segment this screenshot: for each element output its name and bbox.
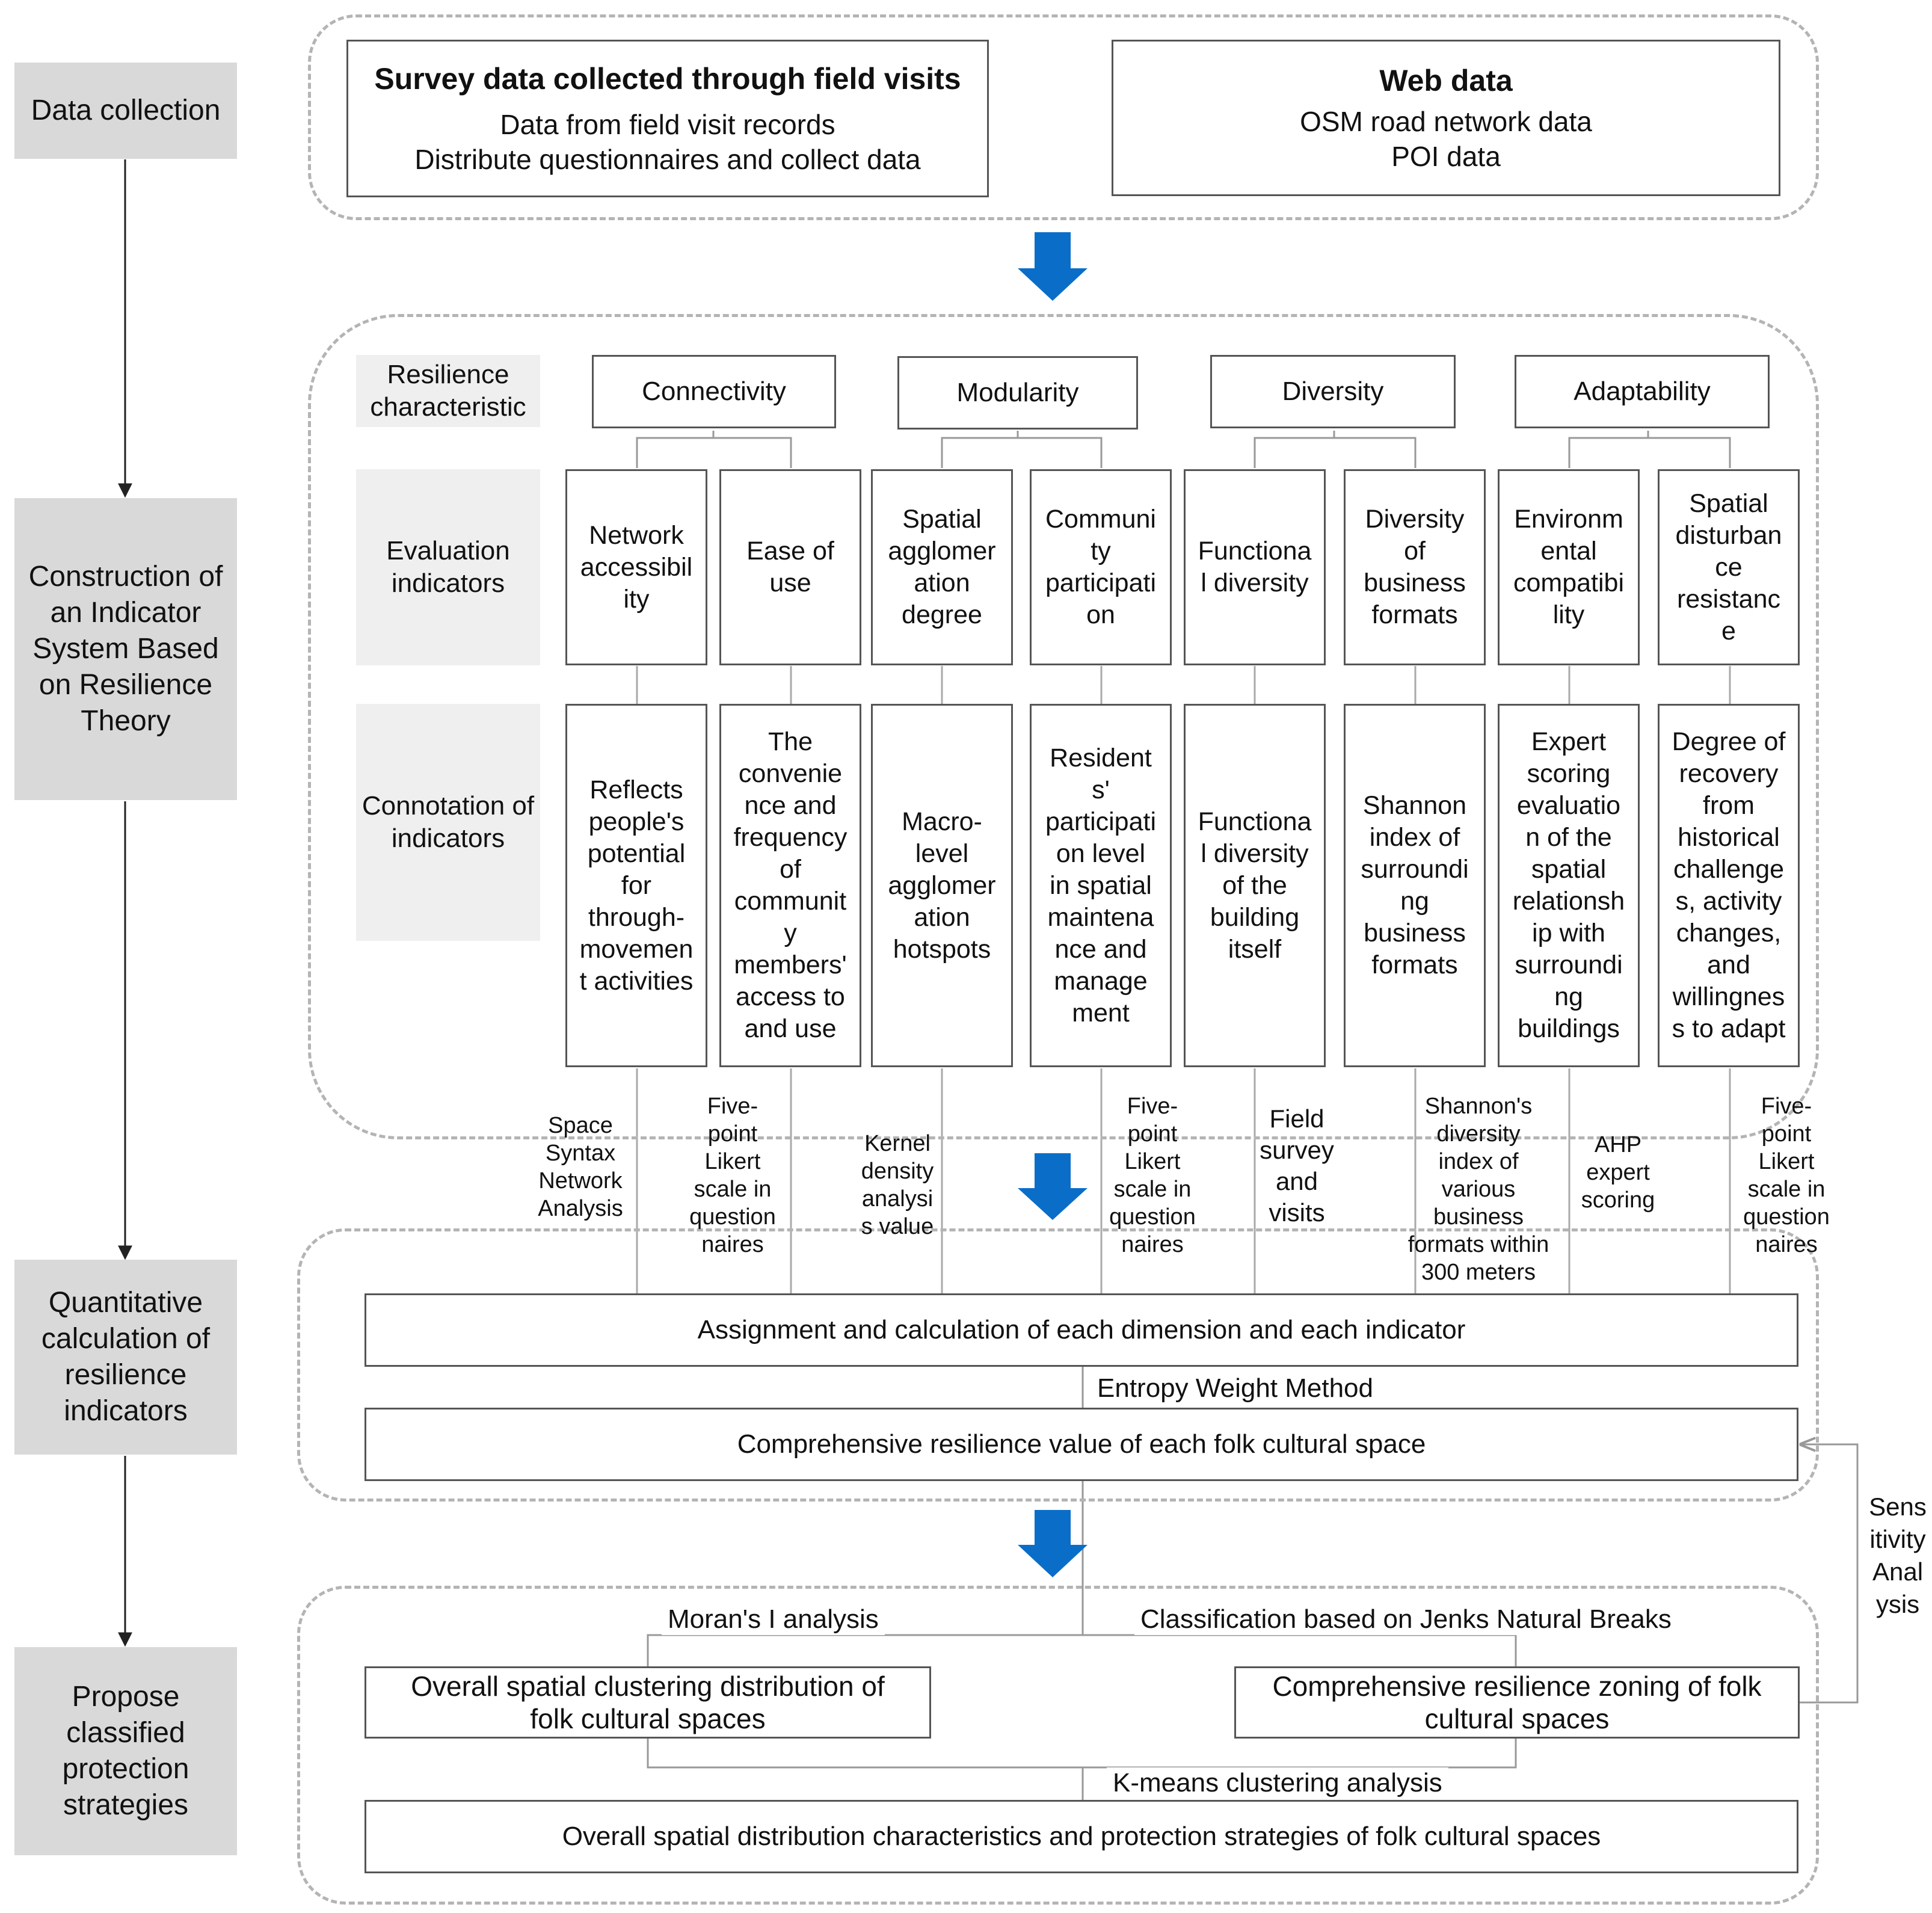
row-label-characteristic: Resilience characteristic xyxy=(356,355,540,427)
method-likert-adapt: Five- point Likert scale in question nai… xyxy=(1743,1094,1830,1257)
connotation-business-diversity: Shannon index of surroundi ng business f… xyxy=(1344,704,1486,1067)
characteristic-adaptability: Adaptability xyxy=(1515,355,1770,428)
indicator-network-accessibility: Network accessibil ity xyxy=(565,469,707,665)
survey-data-title: Survey data collected through field visi… xyxy=(374,62,961,96)
comprehensive-value-box: Comprehensive resilience value of each f… xyxy=(365,1408,1798,1481)
row-label-connotation: Connotation of indicators xyxy=(356,704,540,941)
characteristic-connectivity: Connectivity xyxy=(592,355,836,428)
clustering-box: Overall spatial clustering distribution … xyxy=(365,1666,931,1739)
indicator-system-region xyxy=(308,314,1819,1139)
connotation-community-participation: Resident s' participati on level in spat… xyxy=(1030,704,1172,1067)
indicator-disturbance-resistance: Spatial disturban ce resistanc e xyxy=(1658,469,1800,665)
moran-label: Moran's I analysis xyxy=(662,1604,885,1635)
method-shannon: Shannon's diversity index of various bus… xyxy=(1407,1094,1549,1285)
strategy-lines xyxy=(647,1367,1517,1800)
method-field-survey: Field survey and visits xyxy=(1260,1104,1334,1227)
flow-arrow-2 xyxy=(1018,1153,1088,1220)
entropy-weight-label: Entropy Weight Method xyxy=(1091,1373,1379,1404)
web-data-title: Web data xyxy=(1379,64,1513,97)
calculation-region xyxy=(297,1228,1819,1502)
sensitivity-label: Sens itivity Anal ysis xyxy=(1869,1493,1927,1618)
indicator-functional-diversity: Functiona l diversity xyxy=(1184,469,1326,665)
indicator-ease-of-use: Ease of use xyxy=(719,469,861,665)
connotation-spatial-agglomeration: Macro- level agglomer ation hotspots xyxy=(871,704,1013,1067)
data-collection-region xyxy=(308,14,1819,220)
stage-construction: Construction of an Indicator System Base… xyxy=(14,498,237,800)
kmeans-label: K-means clustering analysis xyxy=(1107,1767,1448,1799)
web-data-line-2: POI data xyxy=(1391,141,1501,172)
characteristic-modularity: Modularity xyxy=(897,356,1138,430)
survey-data-line-2: Distribute questionnaires and collect da… xyxy=(414,144,921,175)
indicator-spatial-agglomeration: Spatial agglomer ation degree xyxy=(871,469,1013,665)
web-data-line-1: OSM road network data xyxy=(1300,106,1592,137)
survey-data-line-1: Data from field visit records xyxy=(500,109,835,140)
flow-arrow-3 xyxy=(1018,1510,1088,1577)
strategy-region xyxy=(297,1586,1819,1905)
assignment-box: Assignment and calculation of each dimen… xyxy=(365,1293,1798,1367)
indicator-business-diversity: Diversity of business formats xyxy=(1344,469,1486,665)
flow-arrow-1 xyxy=(1018,232,1088,301)
characteristic-diversity: Diversity xyxy=(1210,355,1456,428)
web-data-box: Web data OSM road network data POI data xyxy=(1112,40,1780,196)
stage-quantitative: Quantitative calculation of resilience i… xyxy=(14,1260,237,1455)
connotation-functional-diversity: Functiona l diversity of the building it… xyxy=(1184,704,1326,1067)
connotation-network-accessibility: Reflects people's potential for through-… xyxy=(565,704,707,1067)
jenks-label: Classification based on Jenks Natural Br… xyxy=(1134,1604,1678,1635)
method-likert-ease: Five- point Likert scale in question nai… xyxy=(689,1094,776,1257)
characteristic-brackets xyxy=(636,431,1731,468)
connotation-environmental-compatibility: Expert scoring evaluatio n of the spatia… xyxy=(1498,704,1640,1067)
method-kernel-density: Kernel density analysi s value xyxy=(861,1131,934,1239)
connotation-disturbance-resistance: Degree of recovery from historical chall… xyxy=(1658,704,1800,1067)
zoning-box: Comprehensive resilience zoning of folk … xyxy=(1234,1666,1800,1739)
stage-data-collection: Data collection xyxy=(14,63,237,159)
final-strategy-box: Overall spatial distribution characteris… xyxy=(365,1800,1798,1873)
method-ahp: AHP expert scoring xyxy=(1581,1132,1655,1213)
stage-propose: Propose classified protection strategies xyxy=(14,1647,237,1855)
indicator-environmental-compatibility: Environm ental compatibi lity xyxy=(1498,469,1640,665)
row-label-indicators: Evaluation indicators xyxy=(356,469,540,665)
method-space-syntax: Space Syntax Network Analysis xyxy=(538,1113,623,1221)
sensitivity-loop xyxy=(1798,1444,1859,1704)
survey-data-box: Survey data collected through field visi… xyxy=(346,40,989,197)
method-likert-community: Five- point Likert scale in question nai… xyxy=(1109,1094,1196,1257)
indicator-community-participation: Communi ty participati on xyxy=(1030,469,1172,665)
connotation-ease-of-use: The convenie nce and frequency of commun… xyxy=(719,704,861,1067)
